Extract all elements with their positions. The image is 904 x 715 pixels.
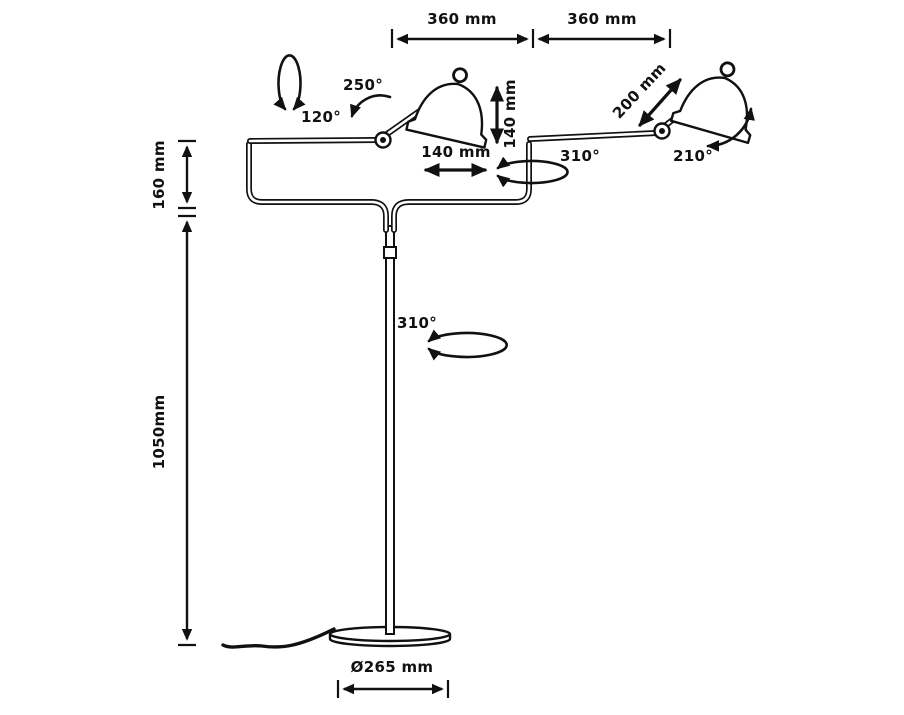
lamp-pole [383, 225, 397, 635]
right-arm-inner [528, 131, 658, 141]
rotation-ellipse-310-pole [427, 329, 508, 361]
annotation-angle-210: 210° [673, 107, 755, 165]
lamp-drawing [221, 61, 752, 649]
dim-label-base: Ø265 mm [351, 658, 434, 676]
annotation-rotation-120: 120° [273, 54, 341, 126]
left-shade [405, 67, 488, 149]
rotation-ellipse-120 [273, 54, 306, 111]
angle-arc-210 [706, 107, 755, 152]
right-shade [669, 61, 752, 145]
dim-label-200: 200 mm [609, 59, 670, 122]
dim-label-1050: 1050mm [150, 395, 168, 470]
angle-label-120: 120° [301, 108, 341, 126]
pole-coupler [383, 246, 397, 259]
frame-left-outer [246, 141, 389, 233]
annotation-angle-250: 250° [343, 76, 392, 118]
dim-label-shade-height: 140 mm [501, 79, 519, 149]
left-shade-hook [452, 67, 468, 84]
dim-label-360-left: 360 mm [427, 10, 497, 28]
dimension-160mm: 160 mm [150, 139, 196, 210]
angle-label-210: 210° [673, 147, 713, 165]
dimension-1050mm: 1050mm [150, 214, 196, 647]
dim-label-360-right: 360 mm [567, 10, 637, 28]
left-elbow-bolt [380, 137, 386, 143]
pole-column [385, 225, 395, 635]
left-arm-inner [248, 138, 379, 143]
annotation-shade-height-140: 140 mm [489, 79, 519, 149]
rotation-ellipse-310-upper [496, 156, 569, 188]
frame-right-inner [392, 142, 531, 232]
dim-label-shade-diameter: 140 mm [421, 143, 491, 161]
power-cord [221, 627, 336, 649]
right-arm-assembly [527, 61, 752, 145]
annotation-shade-diameter-140: 140 mm [421, 143, 491, 178]
dimension-top-left-360: 360 mm [390, 10, 535, 48]
annotation-rotation-310-pole: 310° [397, 314, 508, 361]
left-arm-assembly [247, 67, 488, 149]
angle-label-250: 250° [343, 76, 383, 94]
annotation-forearm-200: 200 mm [609, 59, 682, 127]
right-elbow-bolt [659, 128, 665, 134]
annotation-rotation-310-upper: 310° [496, 147, 600, 188]
dim-arrow-200 [638, 78, 682, 127]
angle-label-310-upper: 310° [560, 147, 600, 165]
right-shade-bell [669, 76, 752, 145]
left-shade-bell [405, 82, 488, 149]
dimension-top-right-360: 360 mm [537, 10, 672, 48]
upper-frame [246, 141, 532, 233]
dimension-base-diameter: Ø265 mm [336, 658, 450, 698]
right-shade-hook [719, 61, 736, 78]
dim-label-160: 160 mm [150, 140, 168, 210]
frame-left-inner [247, 142, 388, 232]
angle-label-310-pole: 310° [397, 314, 437, 332]
angle-arc-250 [350, 94, 392, 118]
